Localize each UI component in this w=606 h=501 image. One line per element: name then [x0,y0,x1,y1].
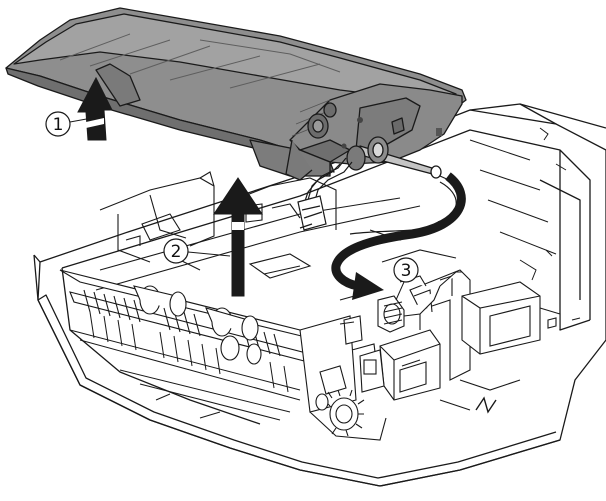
callout-2: 2 [163,238,231,264]
tray-guide-ribs [469,127,567,281]
lift-up-arrow-icon [77,76,113,141]
side-bracket [409,269,581,411]
lower-ribs [69,311,301,421]
cover-harness [303,157,353,205]
callout-1: 1 [45,111,93,137]
rollers [133,285,262,365]
harness-coil [377,271,462,333]
curved-arrow-icon [331,172,466,300]
roller-icon [220,335,262,365]
callout-1-label: 1 [53,115,64,135]
solenoid-icon [359,329,441,401]
roller-icon [133,285,187,317]
lift-up-arrow-icon [213,177,263,297]
gear-icon [315,389,365,437]
callout-2-label: 2 [171,242,182,262]
adf-cover-lifted [5,7,467,181]
base-trim-mark [475,396,497,414]
callout-3: 3 [393,257,419,301]
connector-plug-icon [297,195,327,231]
callout-3-label: 3 [401,261,412,281]
roller-icon [205,307,259,341]
